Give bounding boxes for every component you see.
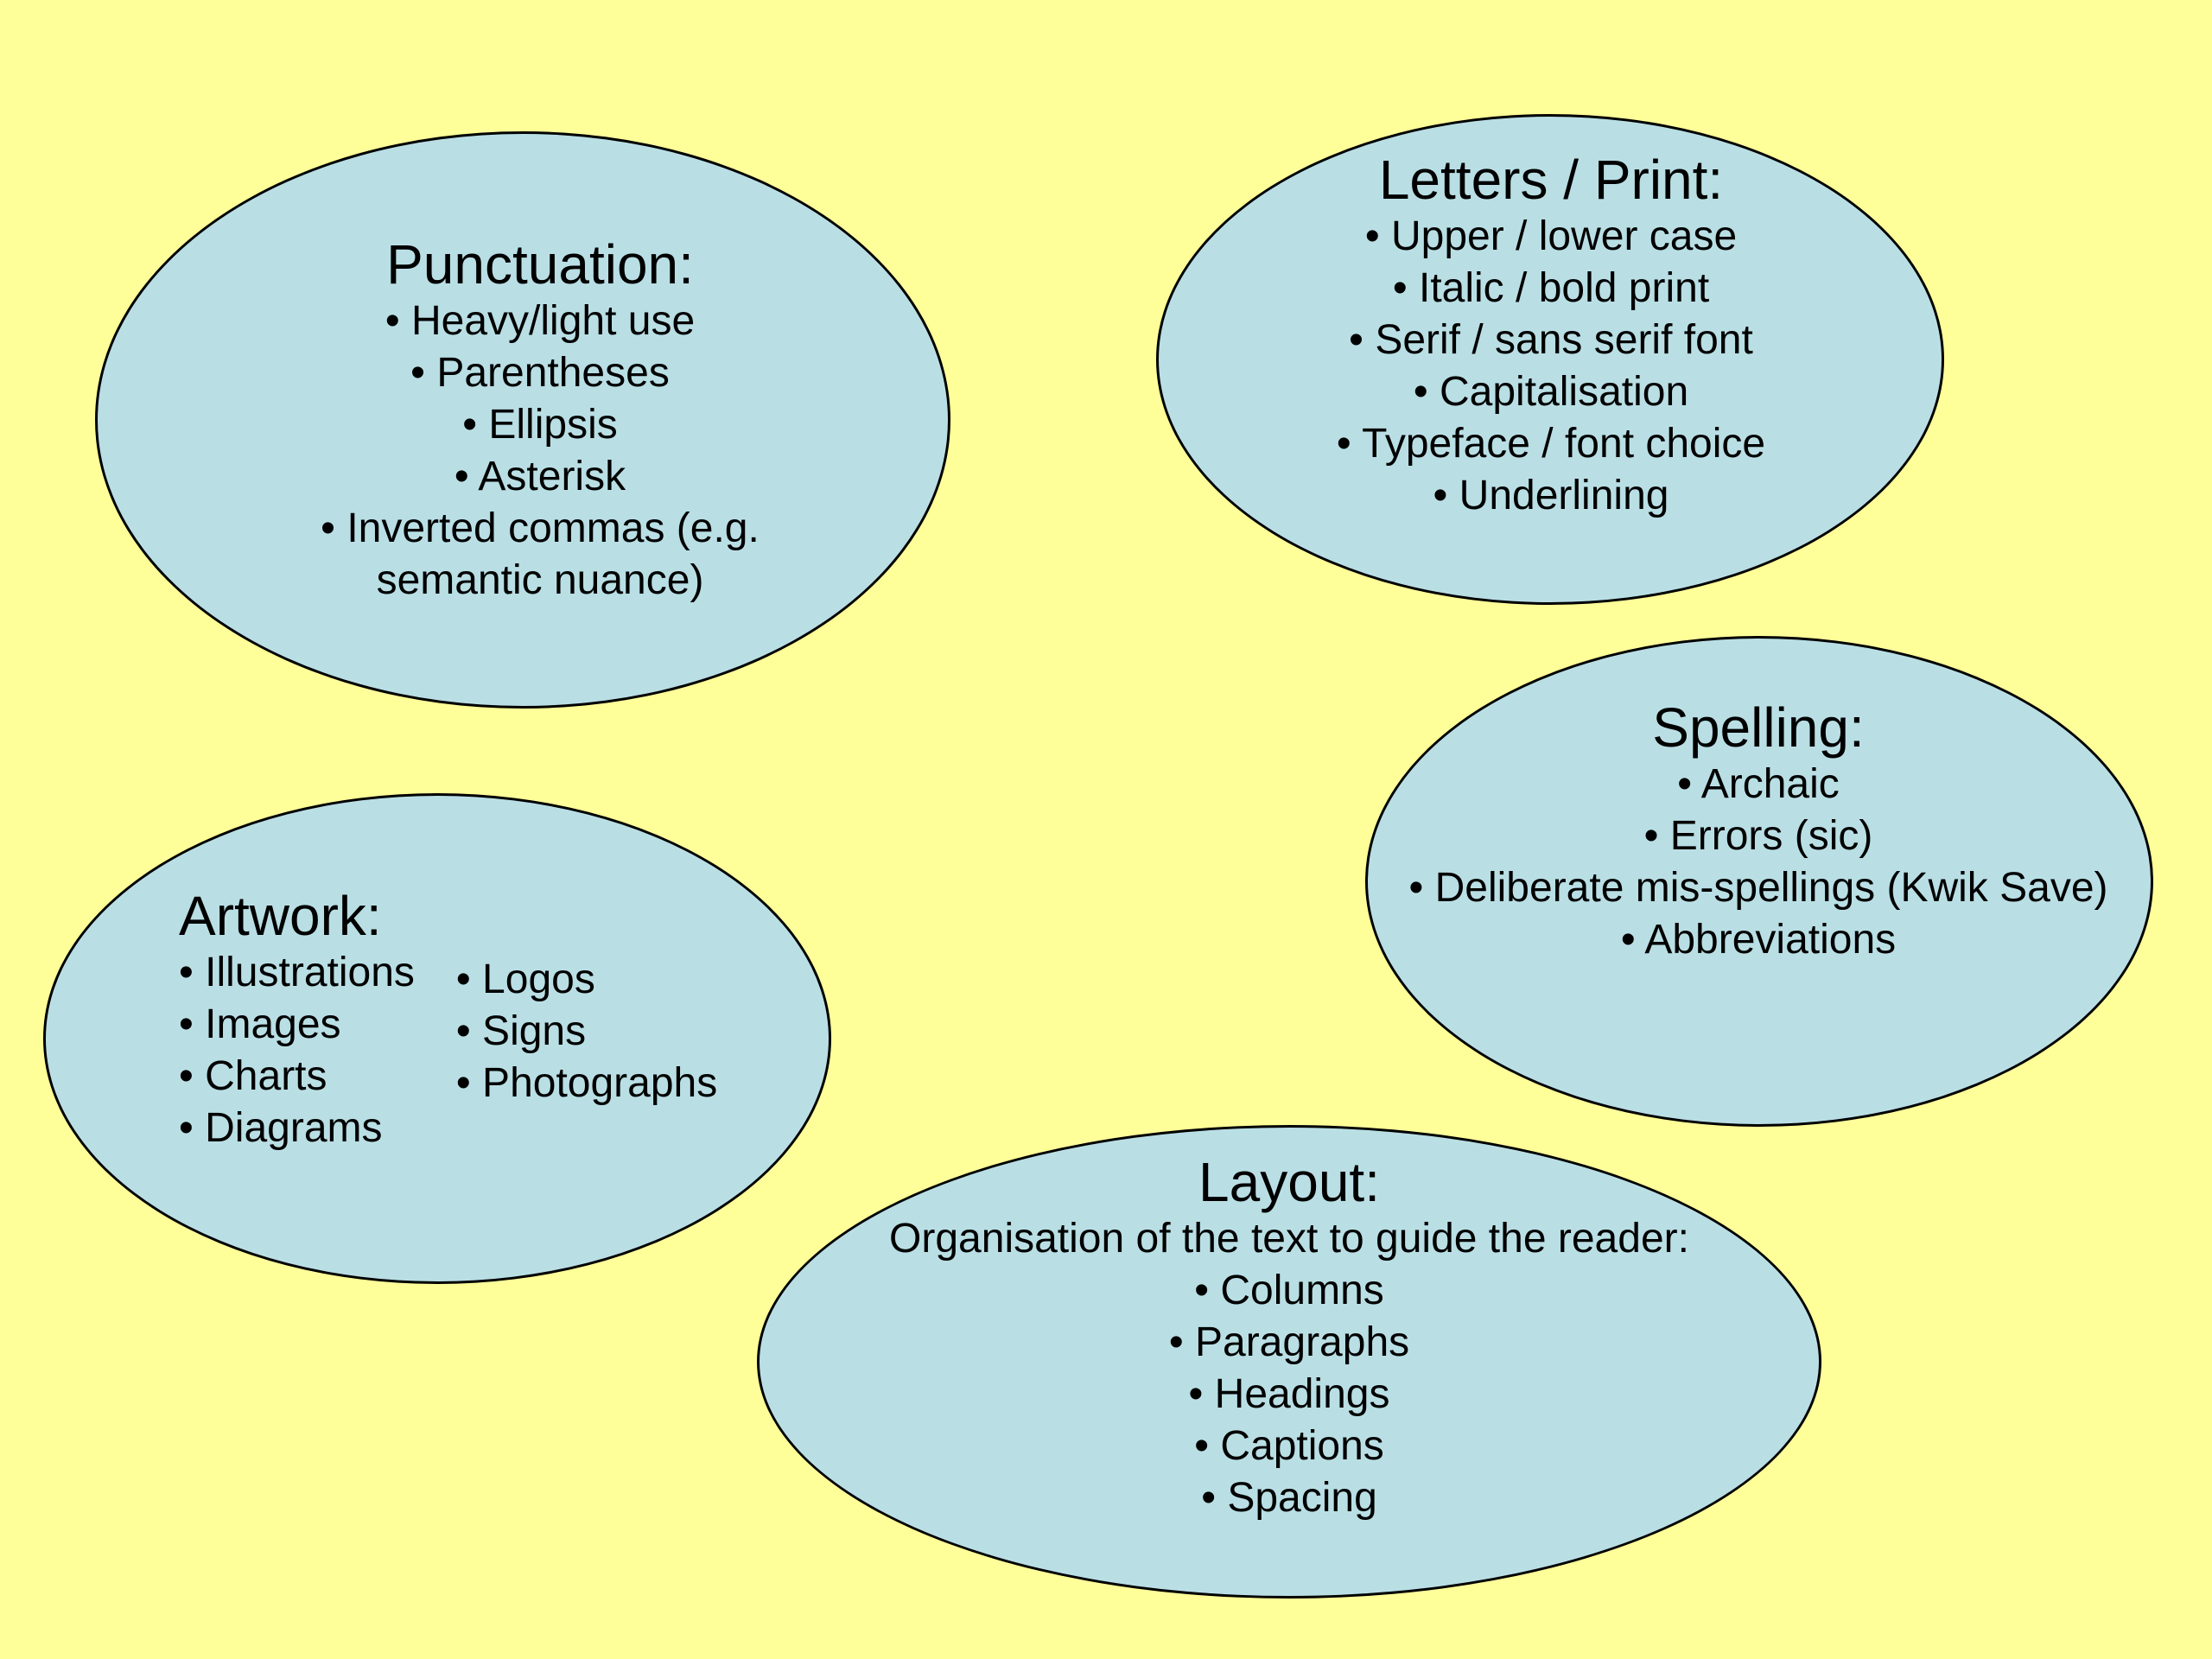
artwork-item: • Charts bbox=[179, 1053, 327, 1099]
spelling-list: • Archaic • Errors (sic) • Deliberate mi… bbox=[1374, 759, 2143, 966]
punctuation-list: • Heavy/light use • Parentheses • Ellips… bbox=[264, 296, 817, 607]
punctuation-item: • Inverted commas (e.g. bbox=[321, 505, 760, 551]
layout-heading: Layout: bbox=[1198, 1151, 1380, 1213]
artwork-item: • Signs bbox=[455, 1008, 587, 1054]
spelling-item: • Archaic bbox=[1677, 761, 1840, 807]
spelling-bubble bbox=[1365, 636, 2153, 1127]
artwork-item: • Photographs bbox=[455, 1060, 718, 1106]
artwork-item: • Images bbox=[179, 1001, 341, 1047]
letters-print-item: • Capitalisation bbox=[1413, 369, 1689, 415]
letters-print-item: • Upper / lower case bbox=[1364, 213, 1738, 259]
letters-print-item: • Serif / sans serif font bbox=[1349, 317, 1753, 363]
letters-print-bubble bbox=[1156, 114, 1944, 605]
artwork-bubble bbox=[43, 793, 831, 1284]
layout-bubble bbox=[757, 1125, 1821, 1599]
letters-print-item: • Italic / bold print bbox=[1392, 265, 1710, 311]
spelling-item: • Errors (sic) bbox=[1643, 813, 1873, 859]
spelling-heading: Spelling: bbox=[1652, 696, 1865, 759]
spelling-item: • Deliberate mis-spellings (Kwik Save) bbox=[1408, 865, 2108, 911]
letters-print-content: Letters / Print: • Upper / lower case • … bbox=[1227, 149, 1875, 522]
artwork-column-1: • Illustrations • Images • Charts • Diag… bbox=[179, 947, 415, 1154]
layout-list: • Columns • Paragraphs • Headings • Capt… bbox=[778, 1265, 1801, 1524]
spelling-item: • Abbreviations bbox=[1620, 917, 1897, 963]
punctuation-item: • Ellipsis bbox=[462, 402, 618, 448]
layout-intro: Organisation of the text to guide the re… bbox=[889, 1216, 1689, 1262]
artwork-item: • Illustrations bbox=[179, 950, 415, 995]
layout-item: • Columns bbox=[1194, 1268, 1384, 1313]
artwork-item: • Diagrams bbox=[179, 1105, 383, 1151]
letters-print-heading: Letters / Print: bbox=[1378, 149, 1724, 211]
punctuation-item: semantic nuance) bbox=[376, 557, 704, 603]
layout-item: • Spacing bbox=[1201, 1475, 1377, 1521]
punctuation-bubble bbox=[95, 131, 950, 709]
punctuation-item: • Asterisk bbox=[454, 454, 626, 499]
letters-print-list: • Upper / lower case • Italic / bold pri… bbox=[1227, 211, 1875, 522]
letters-print-item: • Typeface / font choice bbox=[1336, 421, 1766, 467]
layout-item: • Headings bbox=[1188, 1371, 1390, 1417]
letters-print-item: • Underlining bbox=[1433, 473, 1669, 518]
layout-content: Layout: Organisation of the text to guid… bbox=[778, 1151, 1801, 1524]
punctuation-item: • Heavy/light use bbox=[385, 298, 696, 344]
spelling-content: Spelling: • Archaic • Errors (sic) • Del… bbox=[1374, 696, 2143, 966]
punctuation-item: • Parentheses bbox=[410, 350, 670, 396]
artwork-column-2: • Logos • Signs • Photographs bbox=[456, 947, 717, 1154]
artwork-columns: • Illustrations • Images • Charts • Diag… bbox=[179, 947, 717, 1154]
punctuation-heading: Punctuation: bbox=[386, 233, 694, 296]
artwork-item: • Logos bbox=[455, 957, 595, 1002]
punctuation-content: Punctuation: • Heavy/light use • Parenth… bbox=[264, 233, 817, 607]
layout-item: • Paragraphs bbox=[1168, 1319, 1410, 1365]
artwork-heading: Artwork: bbox=[179, 885, 382, 947]
artwork-content: Artwork: • Illustrations • Images • Char… bbox=[179, 885, 717, 1154]
layout-item: • Captions bbox=[1194, 1423, 1384, 1469]
